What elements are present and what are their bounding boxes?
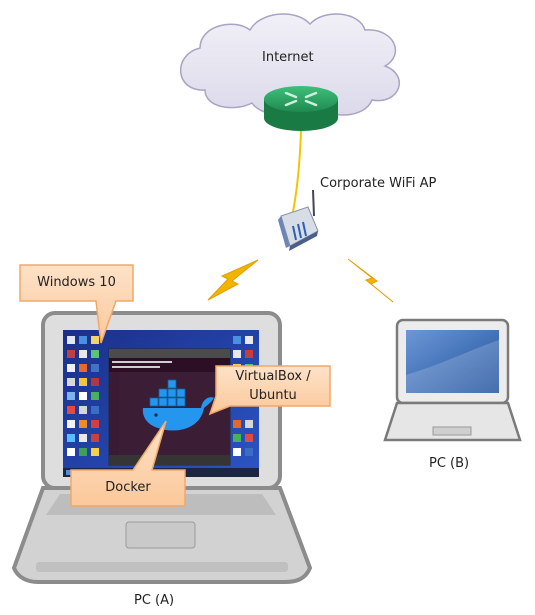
- laptop-icon: [11, 311, 313, 584]
- docker-whale-icon: [142, 379, 214, 431]
- callout-docker: [70, 420, 186, 507]
- callout-virtualbox: [208, 365, 331, 416]
- callout-windows-label: Windows 10: [37, 275, 116, 290]
- callout-virtualbox-line2: Ubuntu: [249, 388, 297, 403]
- laptop-icon: [383, 318, 522, 442]
- wifi-ap-label: Corporate WiFi AP: [320, 176, 437, 191]
- wireless-link-icon: [207, 259, 259, 301]
- callout-virtualbox-label: VirtualBox / Ubuntu: [216, 367, 330, 405]
- callout-windows: [19, 264, 134, 344]
- wired-link: [292, 130, 302, 213]
- wireless-link-icon: [347, 258, 394, 303]
- wifi-access-point-icon: [278, 189, 319, 251]
- pc-b-label: PC (B): [429, 456, 470, 471]
- router-icon: [264, 86, 338, 131]
- callout-docker-label: Docker: [105, 480, 151, 495]
- pc-a-label: PC (A): [134, 593, 175, 608]
- callout-virtualbox-line1: VirtualBox /: [235, 369, 311, 384]
- internet-label: Internet: [262, 50, 314, 65]
- virtualbox-window: [108, 348, 231, 466]
